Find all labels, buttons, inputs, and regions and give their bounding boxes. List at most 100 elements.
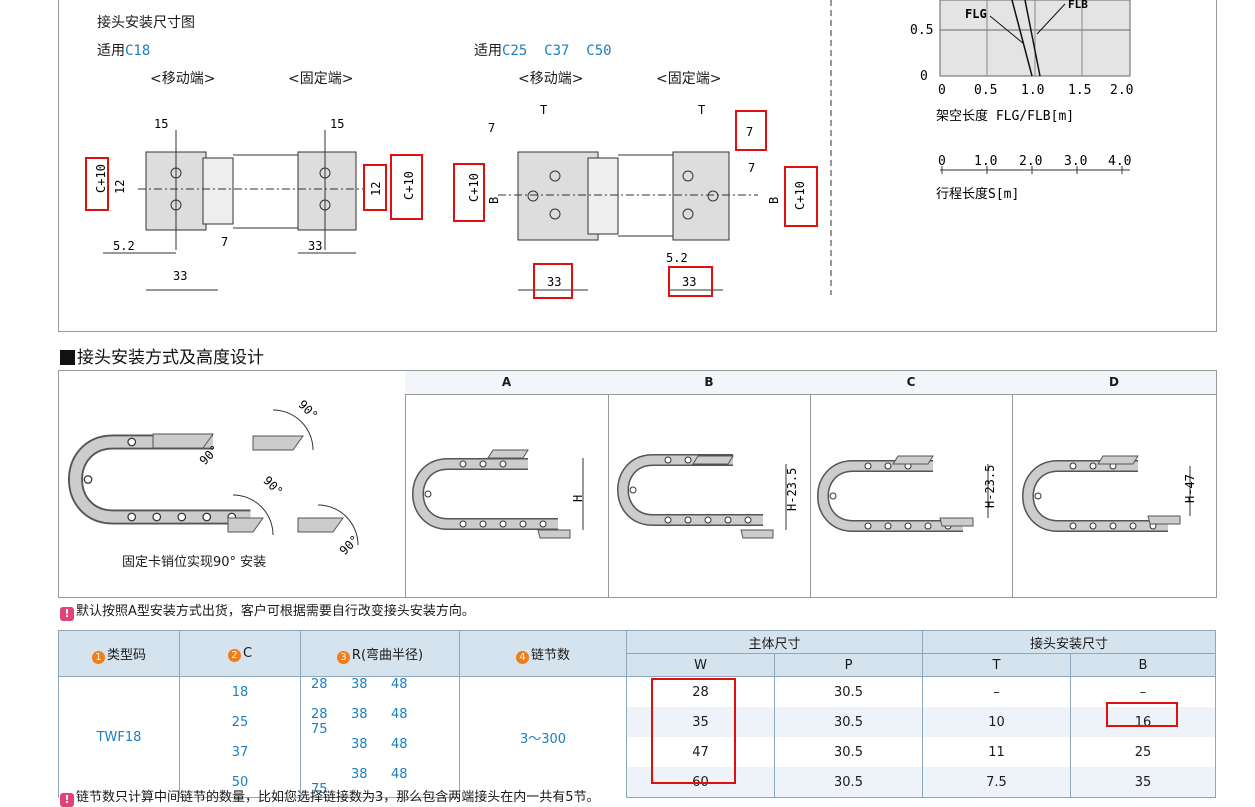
dim-d: H-47 (1183, 474, 1197, 503)
dim-33-left: 33 (173, 269, 187, 283)
highlight-12-right (363, 164, 387, 211)
c-value: 25 (179, 707, 301, 737)
x-tick-2-0: 2.0 (1110, 83, 1133, 98)
mount-table: A B C D (58, 370, 1217, 598)
c-value: 18 (179, 676, 301, 707)
dim-5-2-right: 5.2 (666, 251, 688, 265)
y-tick-0: 0 (920, 69, 928, 84)
head-b: B (1070, 653, 1216, 677)
t-value: 7.5 (922, 767, 1071, 798)
applies-left: 适用C18 (97, 43, 151, 59)
highlight-b-16 (1106, 702, 1178, 727)
mount-head-b: B (608, 371, 810, 395)
p-value: 30.5 (774, 737, 923, 767)
highlight-w-column (651, 678, 736, 784)
x2-axis-label: 行程长度S[m] (936, 186, 1019, 202)
dim-c10-left: C+10 (94, 164, 108, 193)
highlight-c10-left (85, 157, 109, 211)
note-mount-direction: !默认按照A型安装方式出货，客户可根据需要自行改变接头安装方向。 (60, 600, 475, 621)
b-value: 25 (1070, 737, 1216, 767)
x-tick-0: 0 (938, 83, 946, 98)
note-link-count: !链节数只计算中间链节的数量，比如您选择链接数为3，那么包含两端接头在内一共有5… (60, 786, 600, 807)
x2-tick-2: 2.0 (1019, 154, 1042, 169)
dim-33-r-left: 33 (547, 275, 561, 289)
t-value: 10 (922, 707, 1071, 737)
x2-tick-3: 3.0 (1064, 154, 1087, 169)
warning-icon: ! (60, 607, 74, 621)
mount-head-a: A (405, 371, 608, 395)
fl-g-label: FLG (965, 7, 987, 21)
dim-5-2-left: 5.2 (113, 239, 135, 253)
dim-t-left: T (540, 103, 547, 117)
dim-15-right: 15 (330, 117, 344, 131)
dim-b-left: B (487, 197, 501, 204)
highlight-c10-right (390, 154, 423, 220)
p-value: 30.5 (774, 676, 923, 707)
mount-caption: 固定卡销位实现90° 安装 (122, 555, 267, 570)
left-moving-link (202, 157, 234, 225)
t-value: 11 (922, 737, 1071, 767)
dim-b-right: B (767, 197, 781, 204)
moving-end-right: <移动端> (518, 71, 584, 87)
right-fixed-bracket (672, 151, 730, 241)
t-value: – (922, 676, 1071, 707)
highlight-c10-r-left (453, 163, 485, 222)
dim-c10-r-right: C+10 (793, 181, 807, 210)
x2-tick-4: 4.0 (1108, 154, 1131, 169)
warning-icon: ! (60, 793, 74, 807)
dim-7-left: 7 (221, 235, 228, 249)
sag-length-graph: FLG FLB 0.5 0 0 0.5 1.0 1.5 2.0 架空长度 FLG… (910, 0, 1133, 202)
w-value: 28 (626, 676, 775, 707)
angle-90-3: 90° (260, 473, 285, 498)
mount-diagrams: 90° 90° 90° 90° H H-23.5 H-23.5 H-47 (58, 397, 1197, 558)
c-value: 50 (179, 767, 301, 798)
dim-15-left: 15 (154, 117, 168, 131)
x-tick-1-5: 1.5 (1068, 83, 1091, 98)
dim-t-right: T (698, 103, 705, 117)
head-body: 主体尺寸 (626, 630, 923, 654)
angle-90-1: 90° (295, 397, 320, 422)
dim-a: H (571, 495, 585, 502)
b-value: – (1070, 676, 1216, 707)
fixed-end-right: <固定端> (656, 71, 722, 87)
right-moving-bracket (517, 151, 599, 241)
dim-7-right-box: 7 (746, 125, 753, 139)
left-fixed-bracket (297, 151, 357, 231)
x-axis-label: 架空长度 FLG/FLB[m] (936, 108, 1074, 124)
applies-right: 适用C25 C37 C50 (474, 43, 612, 59)
fixed-end-left: <固定端> (288, 71, 354, 87)
links-range: 3～300 (459, 676, 627, 798)
moving-end-left: <移动端> (150, 71, 216, 87)
c-value: 37 (179, 737, 301, 767)
right-moving-link (587, 157, 619, 235)
p-value: 30.5 (774, 767, 923, 798)
dim-33-fixed: 33 (308, 239, 322, 253)
highlight-33-r-left (533, 263, 573, 299)
dim-c: H-23.5 (983, 465, 997, 508)
fl-b-label: FLB (1068, 0, 1088, 11)
x2-tick-1: 1.0 (974, 154, 997, 169)
mount-section-title: 接头安装方式及高度设计 (60, 343, 264, 368)
mount-head-c: C (810, 371, 1012, 395)
head-joint: 接头安装尺寸 (922, 630, 1216, 654)
dim-7-right-side: 7 (748, 161, 755, 175)
type-code: TWF18 (58, 676, 180, 798)
highlight-7-right (735, 110, 767, 151)
dim-c10-right: C+10 (402, 171, 416, 200)
head-w: W (626, 653, 775, 677)
head-p: P (774, 653, 923, 677)
dim-33-r-right: 33 (682, 275, 696, 289)
install-drawing-title: 接头安装尺寸图 (97, 15, 195, 31)
y-tick-0-5: 0.5 (910, 23, 933, 38)
